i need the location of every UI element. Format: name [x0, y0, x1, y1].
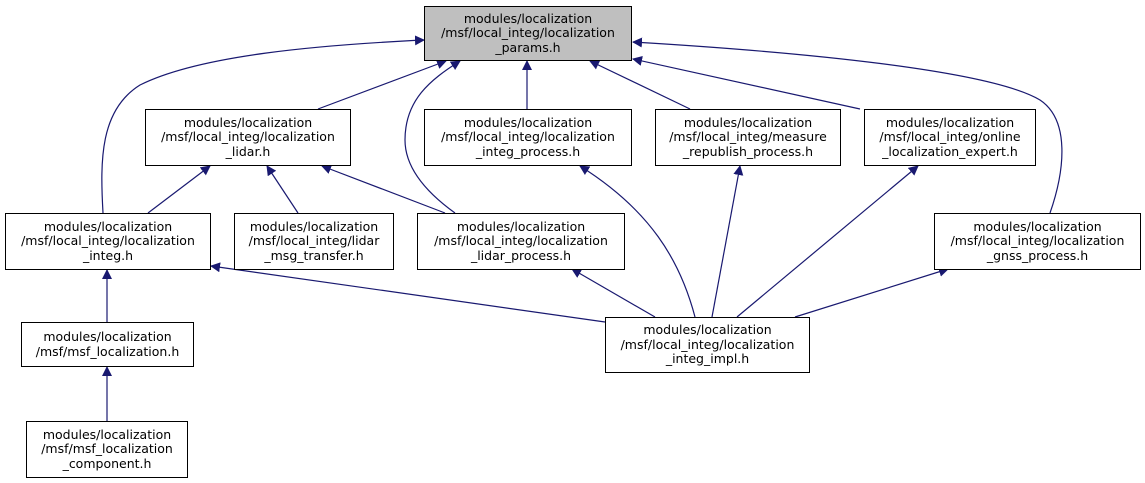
node-label-line: modules/localization	[973, 218, 1102, 234]
edge-integ-impl-to-measure	[711, 165, 744, 318]
node-label-line: _integ_impl.h	[665, 351, 750, 367]
node-measure-republish-process[interactable]: modules/localization /msf/local_integ/me…	[655, 109, 841, 166]
node-label-line: _gnss_process.h	[986, 247, 1089, 263]
edge-online-expert-to-params	[632, 56, 861, 110]
edge-integ-to-params	[101, 35, 425, 214]
node-label-line: modules/localization	[643, 322, 772, 338]
node-label-line: _republish_process.h	[682, 143, 814, 159]
node-label-line: modules/localization	[885, 114, 1015, 130]
node-label-line: modules/localization	[463, 114, 593, 130]
node-localization-lidar[interactable]: modules/localization /msf/local_integ/lo…	[145, 109, 351, 166]
node-label-line: modules/localization	[456, 218, 586, 234]
edge-integ-to-lidar	[147, 165, 211, 214]
node-localization-integ-process[interactable]: modules/localization /msf/local_integ/lo…	[424, 109, 632, 166]
node-label-line: modules/localization	[249, 218, 379, 234]
node-label-line: /msf/local_integ/localization	[620, 336, 795, 352]
node-label-line: modules/localization	[43, 218, 173, 234]
node-label-line: _integ_process.h	[475, 143, 581, 159]
node-label-line: /msf/local_integ/localization	[441, 129, 615, 145]
edge-lidar-msg-to-lidar	[266, 165, 299, 214]
node-localization-lidar-process[interactable]: modules/localization /msf/local_integ/lo…	[417, 213, 625, 270]
edge-lidar-to-params	[317, 59, 447, 110]
node-label-line: /msf/local_integ/localization	[161, 129, 335, 145]
node-label-line: _integ.h	[82, 247, 134, 263]
node-localization-params: modules/localization /msf/local_integ/lo…	[424, 6, 632, 61]
node-label-line: /msf/local_integ/measure	[669, 129, 827, 145]
edge-integ-impl-to-lidar-process	[571, 268, 656, 318]
node-label-line: modules/localization	[42, 426, 172, 442]
edge-lidar-process-to-params	[404, 60, 461, 214]
node-label-line: /msf/local_integ/online	[879, 129, 1021, 145]
node-label-line: _params.h	[495, 39, 561, 55]
node-label-line: _msg_transfer.h	[264, 247, 364, 263]
node-label-line: /msf/local_integ/lidar	[248, 233, 380, 249]
node-localization-integ-impl[interactable]: modules/localization /msf/local_integ/lo…	[605, 317, 810, 373]
node-label-line: modules/localization	[43, 329, 172, 344]
edge-gnss-process-to-params	[632, 37, 1063, 214]
node-msf-localization-component[interactable]: modules/localization /msf/msf_localizati…	[26, 421, 188, 478]
node-label-line: _localization_expert.h	[882, 143, 1018, 159]
node-label-line: /msf/msf_localization	[41, 441, 173, 457]
node-localization-gnss-process[interactable]: modules/localization /msf/local_integ/lo…	[934, 213, 1141, 270]
edge-integ-impl-to-integ-process	[579, 165, 696, 318]
node-localization-integ[interactable]: modules/localization /msf/local_integ/lo…	[5, 213, 211, 270]
node-label-line: modules/localization	[463, 10, 593, 26]
edge-measure-to-params	[589, 60, 691, 110]
node-label-line: _lidar_process.h	[470, 247, 572, 263]
edge-integ-impl-to-gnss-process	[794, 266, 949, 318]
node-label-line: /msf/local_integ/localization	[21, 233, 195, 249]
node-label-line: /msf/msf_localization.h	[35, 343, 180, 359]
node-label-line: modules/localization	[183, 114, 313, 130]
node-label-line: _component.h	[62, 455, 152, 471]
node-label-line: modules/localization	[683, 114, 813, 130]
node-label-line: /msf/local_integ/localization	[441, 25, 615, 41]
node-label-line: /msf/local_integ/localization	[950, 233, 1125, 249]
edge-lidar-process-to-lidar	[321, 164, 446, 214]
node-msf-localization[interactable]: modules/localization /msf/msf_localizati…	[21, 322, 194, 367]
node-lidar-msg-transfer[interactable]: modules/localization /msf/local_integ/li…	[234, 213, 394, 270]
edge-integ-impl-to-integ	[210, 262, 606, 323]
node-online-localization-expert[interactable]: modules/localization /msf/local_integ/on…	[864, 109, 1036, 166]
node-label-line: /msf/local_integ/localization	[434, 233, 608, 249]
edge-integ-impl-to-online-expert	[736, 165, 919, 318]
node-label-line: _lidar.h	[225, 143, 271, 159]
